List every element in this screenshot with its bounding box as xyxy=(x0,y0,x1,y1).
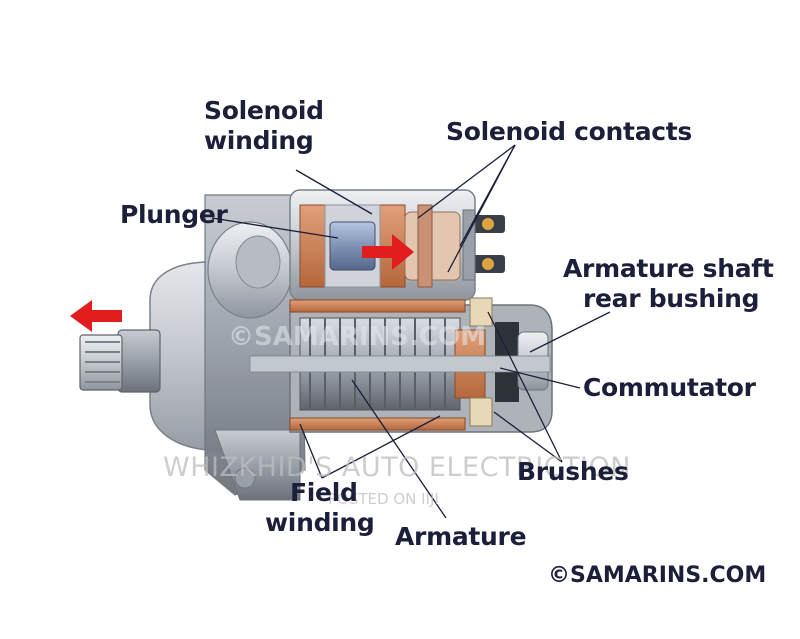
leader-field-winding-2 xyxy=(321,415,441,479)
plunger-direction-arrow xyxy=(362,234,414,270)
leader-brushes-1 xyxy=(487,311,563,463)
posted-watermark: POSTED ON IIJI xyxy=(328,490,439,508)
drive-housing xyxy=(149,194,306,501)
pinion-gear xyxy=(79,329,161,393)
label-commutator: Commutator xyxy=(583,373,756,402)
leader-solenoid-contacts-3 xyxy=(459,144,516,247)
leader-field-winding-1 xyxy=(299,423,323,479)
label-field-winding: Field winding xyxy=(265,478,375,538)
shop-name-watermark: WHIZKHID'S AUTO ELECTRICTION xyxy=(163,452,631,483)
copyright-notice: ©SAMARINS.COM xyxy=(548,563,767,588)
label-armature-shaft-line2: rear bushing xyxy=(583,284,760,313)
leader-lines xyxy=(211,144,611,519)
label-solenoid-winding-line2: winding xyxy=(204,126,314,155)
label-brushes: Brushes xyxy=(517,457,629,486)
label-solenoid-winding: Solenoid winding xyxy=(204,96,324,156)
label-armature-shaft-rear-bushing: Armature shaft rear bushing xyxy=(563,254,774,314)
label-field-winding-line1: Field xyxy=(290,478,358,507)
leader-solenoid-winding xyxy=(295,169,373,215)
label-armature-shaft-line1: Armature shaft xyxy=(563,254,774,283)
label-field-winding-line2: winding xyxy=(265,508,375,537)
leader-brushes-2 xyxy=(493,411,563,463)
leader-armature xyxy=(351,379,447,519)
leader-armature-shaft xyxy=(529,311,611,353)
leader-commutator xyxy=(499,367,581,389)
leader-plunger xyxy=(211,217,339,239)
label-solenoid-winding-line1: Solenoid xyxy=(204,96,324,125)
leader-solenoid-contacts-1 xyxy=(417,144,516,219)
samarins-overlay-watermark: ©SAMARINS.COM xyxy=(228,322,486,352)
label-solenoid-contacts: Solenoid contacts xyxy=(446,117,693,146)
pinion-direction-arrow xyxy=(70,300,122,332)
label-armature: Armature xyxy=(395,522,527,551)
label-plunger: Plunger xyxy=(120,200,228,229)
motor-housing xyxy=(249,297,553,433)
